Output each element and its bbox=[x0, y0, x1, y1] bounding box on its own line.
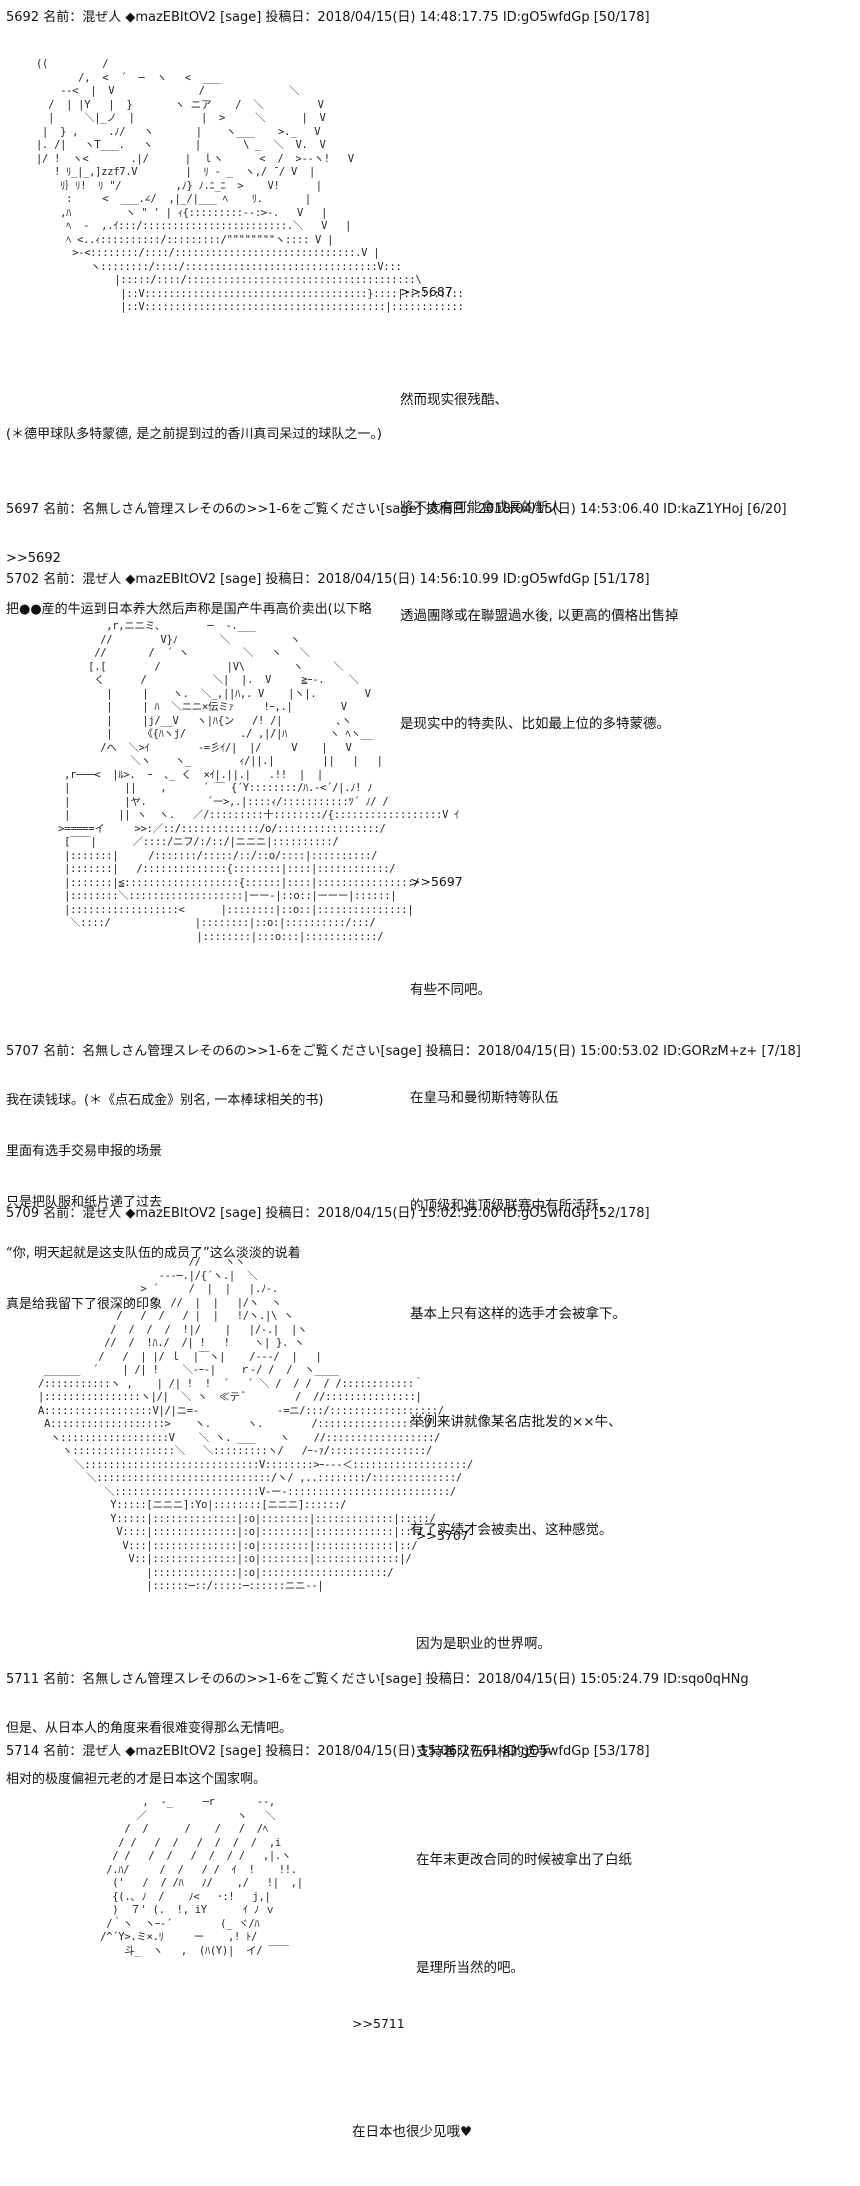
post-header: 5707 名前：名無しさん管理スレその6の>>1-6をご覧ください[sage] … bbox=[6, 1044, 801, 1059]
post-body: 我在读钱球。(＊《点石成金》别名, 一本棒球相关的书) 里面有选手交易申报的场景… bbox=[6, 1058, 323, 1330]
aa-dialogue: >>5711 在日本也很少见哦♥ bbox=[352, 1934, 472, 2186]
body-line: 相对的极度偏袒元老的才是日本这个国家啊。 bbox=[6, 1772, 267, 1787]
reply-anchor-link[interactable]: >>5707 bbox=[416, 1528, 469, 1543]
dialogue-line: 有些不同吧。 bbox=[410, 982, 491, 998]
post-body: 但是、从日本人的角度来看很难变得那么无情吧。 相对的极度偏袒元老的才是日本这个国… bbox=[6, 1686, 292, 1805]
dialogue-line: 支持着队伍升格的选手 bbox=[416, 1744, 551, 1760]
dialogue-line: 因为是职业的世界啊。 bbox=[416, 1636, 551, 1652]
body-line: “你, 明天起就是这支队伍的成员了”这么淡淡的说着 bbox=[6, 1246, 301, 1261]
ascii-art: , -_ ─r ‐-, ／ ヽ ＼ / / / / / /ﾍ / / / / /… bbox=[100, 1796, 303, 1957]
dialogue-line: 在年末更改合同的时候被拿出了白纸 bbox=[416, 1852, 632, 1868]
aa-dialogue: >>5697 有些不同吧。 在皇马和曼彻斯特等队伍 的顶级和准顶级联赛中有所活跃… bbox=[410, 792, 626, 1584]
post-header: 5714 名前：混ぜ人 ◆mazEBItOV2 [sage] 投稿日：2018/… bbox=[6, 1744, 650, 1759]
reply-anchor-link[interactable]: >>5692 bbox=[6, 551, 61, 566]
post-note: (＊德甲球队多特蒙德, 是之前提到过的香川真司呆过的球队之一。) bbox=[6, 427, 382, 442]
dialogue-line: 透過團隊或在聯盟過水後, 以更高的價格出售掉 bbox=[400, 608, 679, 624]
body-line: 我在读钱球。(＊《点石成金》别名, 一本棒球相关的书) bbox=[6, 1093, 324, 1108]
aa-dialogue: >>5687 然而现实很残酷、 將不太有可能會成長的新人 透過團隊或在聯盟過水後… bbox=[400, 202, 679, 778]
post-header: 5692 名前：混ぜ人 ◆mazEBItOV2 [sage] 投稿日：2018/… bbox=[6, 10, 650, 25]
dialogue-line: 举例来讲就像某名店批发的××牛、 bbox=[410, 1414, 622, 1430]
post-body: >>5692 把●●産的牛运到日本养大然后声称是国产牛再高价卖出(以下略 bbox=[6, 516, 372, 635]
dialogue-line: 在皇马和曼彻斯特等队伍 bbox=[410, 1090, 559, 1106]
body-line: 但是、从日本人的角度来看很难变得那么无情吧。 bbox=[6, 1721, 293, 1736]
dialogue-line: 有了实绩才会被卖出、这种感觉。 bbox=[410, 1522, 613, 1538]
dialogue-line: 是现实中的特卖队、比如最上位的多特蒙德。 bbox=[400, 716, 670, 732]
dialogue-line: 在日本也很少见哦♥ bbox=[352, 2124, 473, 2140]
dialogue-line: 是理所当然的吧。 bbox=[416, 1960, 524, 1976]
body-line: 把●●産的牛运到日本养大然后声称是国产牛再高价卖出(以下略 bbox=[6, 602, 372, 617]
post-header: 5711 名前：名無しさん管理スレその6の>>1-6をご覧ください[sage] … bbox=[6, 1672, 749, 1687]
post-header: 5709 名前：混ぜ人 ◆mazEBItOV2 [sage] 投稿日：2018/… bbox=[6, 1206, 650, 1221]
dialogue-line: 的顶级和准顶级联赛中有所活跃、 bbox=[410, 1198, 613, 1214]
ascii-art: // ヽヽ -‐‐─.|/{´ヽ.| ＼ > ´ / | | |.ﾉ-. / ´… bbox=[38, 1256, 473, 1592]
reply-anchor-link[interactable]: >>5697 bbox=[410, 874, 463, 889]
dialogue-line: 然而现实很残酷、 bbox=[400, 392, 508, 408]
reply-anchor-link[interactable]: >>5687 bbox=[400, 284, 453, 299]
dialogue-line: 基本上只有这样的选手才会被拿下。 bbox=[410, 1306, 626, 1322]
ascii-art: (( / /, < ´ ─ ヽ < ___ --< | V / ＼ / | |Y… bbox=[36, 58, 464, 313]
body-line: 里面有选手交易申报的场景 bbox=[6, 1144, 163, 1159]
post-header: 5697 名前：名無しさん管理スレその6の>>1-6をご覧ください[sage] … bbox=[6, 502, 787, 517]
body-line: 只是把队服和纸片递了过去 bbox=[6, 1195, 163, 1210]
aa-dialogue: >>5707 因为是职业的世界啊。 支持着队伍升格的选手 在年末更改合同的时候被… bbox=[416, 1446, 632, 2022]
reply-anchor-link[interactable]: >>5711 bbox=[352, 2016, 405, 2031]
body-line: 真是给我留下了很深的印象 bbox=[6, 1297, 163, 1312]
dialogue-line: 將不太有可能會成長的新人 bbox=[400, 500, 562, 516]
post-header: 5702 名前：混ぜ人 ◆mazEBItOV2 [sage] 投稿日：2018/… bbox=[6, 572, 650, 587]
ascii-art: ,r,ニニミ、 ─ ‐.___ // V}ﾉ ＼ ヽ // / ´ ヽ ＼ ヽ … bbox=[58, 620, 460, 943]
